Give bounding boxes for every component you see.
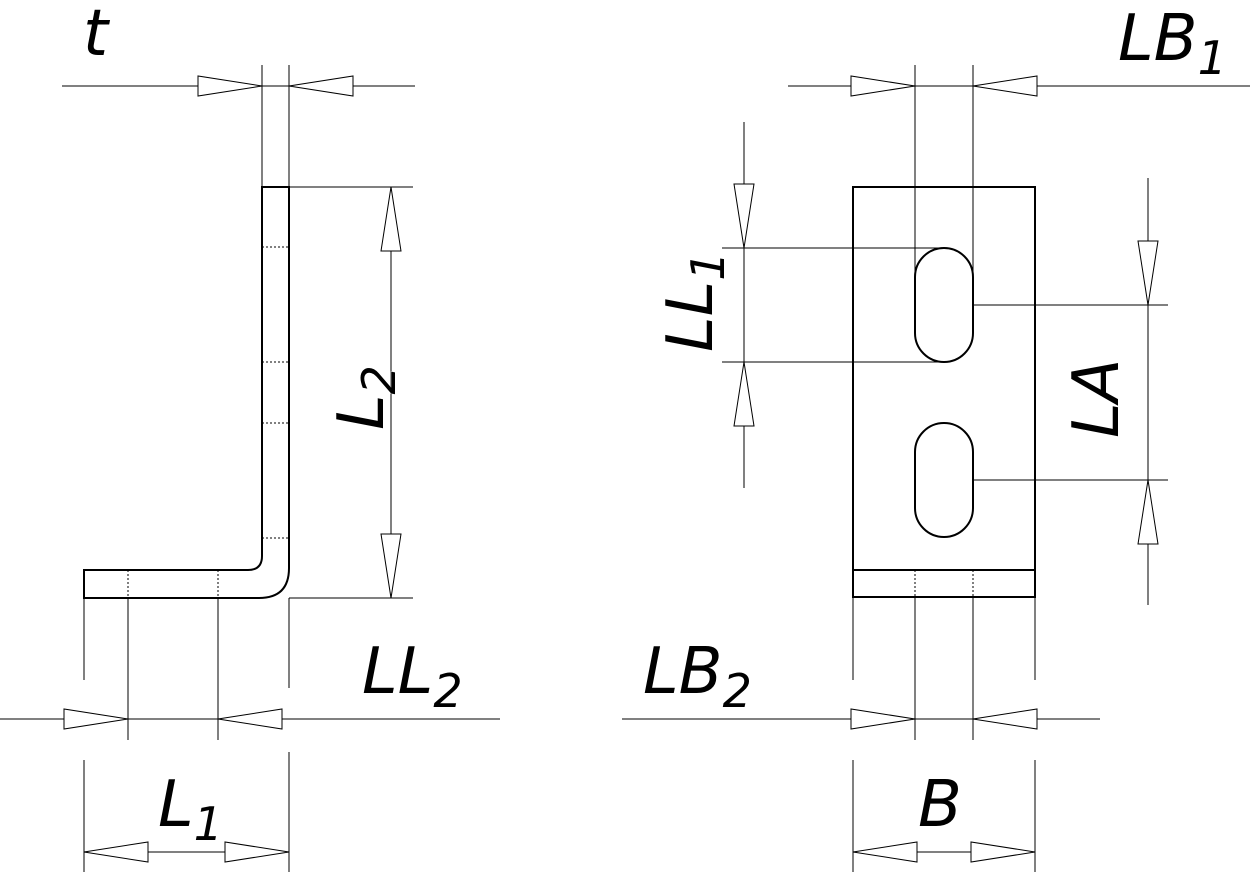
label-ll1: LL1 — [654, 251, 735, 352]
dimension-arrow — [1137, 479, 1159, 545]
slot-lower — [914, 422, 974, 538]
dimension-ll2: LL2 — [0, 598, 500, 740]
dimension-arrow — [972, 708, 1038, 730]
dimension-arrow — [217, 708, 283, 730]
dimension-la: LA — [973, 178, 1168, 605]
label-lb1: LB1 — [1118, 2, 1227, 85]
dimension-ll1: LL1 — [654, 122, 944, 488]
dimension-arrow — [288, 75, 354, 97]
dimension-arrow — [733, 183, 755, 249]
label-b: B — [918, 768, 962, 842]
dimension-lb1: LB1 — [788, 2, 1250, 280]
dimension-b: B — [852, 760, 1036, 872]
label-la: LA — [1060, 359, 1134, 438]
dimension-arrow — [63, 708, 129, 730]
dimension-arrow — [380, 533, 402, 599]
dimension-arrow — [972, 75, 1038, 97]
label-ll2: LL2 — [362, 635, 463, 718]
label-lb2: LB2 — [643, 635, 752, 718]
dimension-arrow — [1137, 240, 1159, 306]
label-t: t — [83, 0, 111, 71]
dimension-arrow — [850, 75, 916, 97]
dimension-arrow — [224, 841, 290, 863]
label-l2: L2 — [325, 365, 406, 430]
dimension-arrow — [83, 841, 149, 863]
side-view — [83, 186, 290, 599]
dimension-arrow — [197, 75, 263, 97]
label-l1: L1 — [158, 768, 223, 851]
bracket-side-profile — [83, 186, 290, 599]
dimension-arrow — [380, 186, 402, 252]
dimension-arrow — [970, 841, 1036, 863]
dimension-arrow — [733, 361, 755, 427]
dimension-arrow — [852, 841, 918, 863]
dimension-arrow — [850, 708, 916, 730]
dimension-t: t — [62, 0, 415, 187]
dimension-l1: L1 — [83, 752, 290, 872]
slot-upper — [914, 247, 974, 363]
bracket-front-plate — [852, 186, 1036, 598]
dimension-l2: L2 — [289, 186, 413, 599]
dimension-lb2: LB2 — [622, 597, 1100, 740]
